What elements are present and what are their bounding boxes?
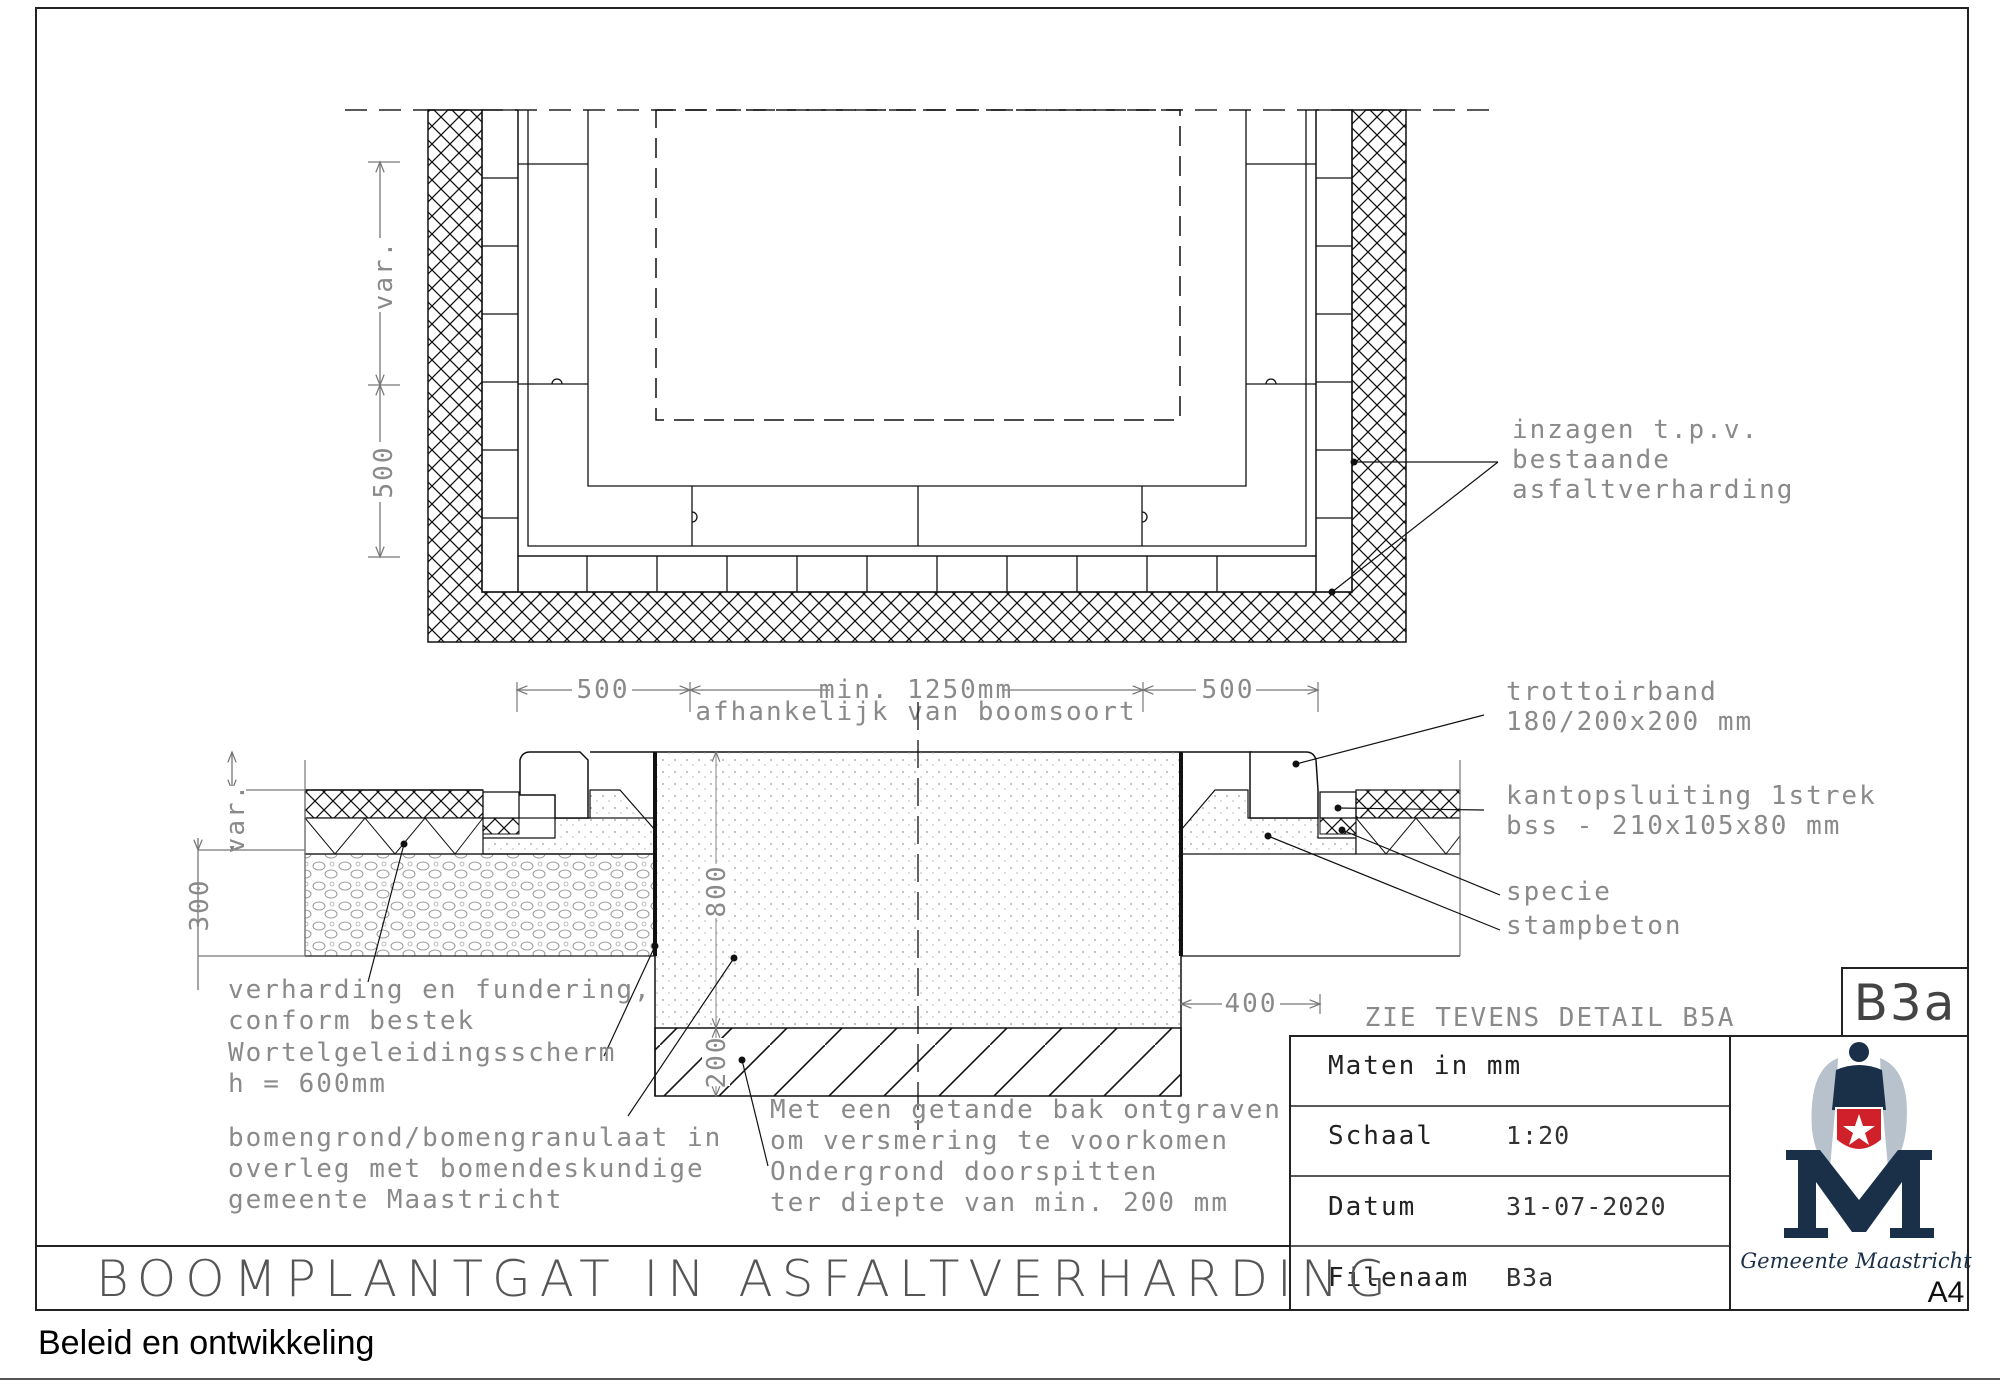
plan-dim-500: 500 xyxy=(369,446,399,499)
section-dim-middle: min. 1250mm xyxy=(819,675,1013,705)
maastricht-angel-logo-icon xyxy=(1784,1042,1934,1238)
plan-view: var. 500 inzagen t.p.v. bestaande asfalt… xyxy=(345,109,1794,643)
label-verharding-1: verharding en fundering, xyxy=(228,975,652,1005)
left-stampbeton xyxy=(482,789,656,855)
section-dim-800: 800 xyxy=(702,865,732,918)
section-dim-var: var. xyxy=(221,783,251,854)
label-bomengrond-1: bomengrond/bomengranulaat in xyxy=(228,1123,722,1153)
right-trottoirband xyxy=(1249,751,1319,819)
plan-asphalt-hatch xyxy=(427,109,1407,643)
label-getande-1: Met een getande bak ontgraven xyxy=(770,1095,1282,1125)
section-dim-300: 300 xyxy=(185,879,215,932)
label-specie: specie xyxy=(1506,877,1612,907)
logo-name: Gemeente Maastricht xyxy=(1740,1249,1972,1273)
label-getande-2: om versmering te voorkomen xyxy=(770,1126,1229,1156)
see-also-note: ZIE TEVENS DETAIL B5A xyxy=(1365,1003,1736,1033)
label-verharding-2: conform bestek xyxy=(228,1006,475,1036)
file-value: B3a xyxy=(1506,1263,1554,1292)
label-getande-4: ter diepte van min. 200 mm xyxy=(770,1188,1229,1218)
label-wortel-2: h = 600mm xyxy=(228,1069,387,1099)
sheet-frame xyxy=(35,7,1969,1311)
footer-divider xyxy=(0,1378,2000,1380)
section-dim-200: 200 xyxy=(702,1036,732,1089)
label-kantopsluiting-2: bss - 210x105x80 mm xyxy=(1506,811,1841,841)
date-label: Datum xyxy=(1328,1192,1416,1222)
right-specie xyxy=(1319,817,1357,835)
left-specie xyxy=(482,817,520,835)
units-label: Maten in mm xyxy=(1328,1051,1522,1081)
section-dim-right-500: 500 xyxy=(1202,675,1255,705)
label-trottoirband-1: trottoirband xyxy=(1506,677,1718,707)
label-getande-3: Ondergrond doorspitten xyxy=(770,1157,1158,1187)
plan-tree-pit-dashed xyxy=(655,109,1181,421)
label-trottoirband-2: 180/200x200 mm xyxy=(1506,707,1753,737)
label-stampbeton: stampbeton xyxy=(1506,911,1683,941)
section-dim-400: 400 xyxy=(1225,989,1278,1019)
label-wortel-1: Wortelgeleidingsscherm xyxy=(228,1038,616,1068)
label-inzagen-1: inzagen t.p.v. xyxy=(1512,415,1759,445)
drawing-code: B3a xyxy=(1854,974,1957,1032)
label-bomengrond-2: overleg met bomendeskundige xyxy=(228,1154,705,1184)
left-asphalt-hatch xyxy=(304,789,484,819)
section-dim-left-500: 500 xyxy=(577,675,630,705)
label-inzagen-3: asfaltverharding xyxy=(1512,475,1794,505)
section-dim-middle-note: afhankelijk van boomsoort xyxy=(695,697,1136,727)
plan-kerb-bricks xyxy=(481,109,1353,593)
right-asphalt-hatch xyxy=(1355,789,1461,819)
footer-department: Beleid en ontwikkeling xyxy=(38,1324,375,1362)
title-block: ZIE TEVENS DETAIL B5A B3a Maten in mm Sc… xyxy=(36,967,1972,1311)
scale-label: Schaal xyxy=(1328,1121,1434,1151)
left-gravel-layer xyxy=(304,853,656,957)
left-kantopsluiting xyxy=(482,791,520,819)
label-kantopsluiting-1: kantopsluiting 1strek xyxy=(1506,781,1877,811)
paper-size: A4 xyxy=(1928,1276,1965,1309)
scale-value: 1:20 xyxy=(1506,1121,1570,1150)
right-stampbeton xyxy=(1180,789,1357,855)
file-label: Filenaam xyxy=(1328,1263,1469,1293)
drawing-title: BOOMPLANTGAT IN ASFALTVERHARDING xyxy=(96,1250,1395,1308)
plan-dim-var: var. xyxy=(369,240,399,311)
label-bomengrond-3: gemeente Maastricht xyxy=(228,1185,563,1215)
label-inzagen-2: bestaande xyxy=(1512,445,1671,475)
left-trottoirband xyxy=(519,751,589,819)
section-view: 500 min. 1250mm afhankelijk van boomsoor… xyxy=(185,674,1877,1218)
date-value: 31-07-2020 xyxy=(1506,1192,1667,1221)
plan-kerb xyxy=(517,110,1317,557)
